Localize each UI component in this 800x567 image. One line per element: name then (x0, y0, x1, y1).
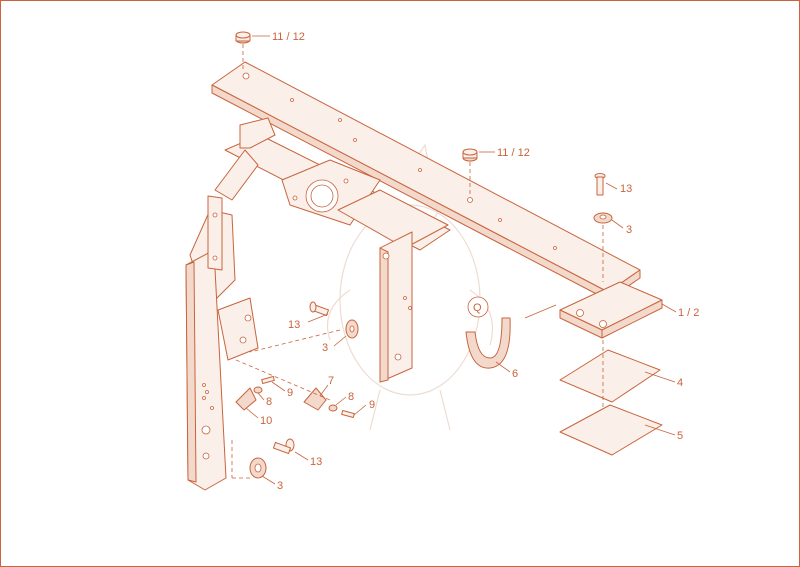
callout-3-right: 3 (626, 224, 632, 236)
screw-part-9-right (341, 410, 355, 418)
dash-mid-assembly (249, 329, 341, 353)
callout-8-left: 8 (266, 396, 272, 408)
callout-9-right: 9 (369, 399, 375, 411)
center-drop-bracket (379, 231, 413, 383)
screw-part-9-left (261, 376, 275, 384)
clip-part-7 (303, 387, 327, 411)
callout-13-mid: 13 (288, 319, 300, 331)
callout-6: 6 (512, 368, 518, 380)
u-clip-part-6: Q (465, 296, 557, 369)
nut-part-8-left (253, 386, 263, 394)
crossmember-plate (224, 134, 451, 251)
callout-9-left: 9 (287, 387, 293, 399)
callout-5: 5 (677, 430, 683, 442)
cap-11-12-top (235, 31, 251, 72)
callout-11-12-top: 11 / 12 (272, 31, 305, 43)
callout-8-right: 8 (348, 391, 354, 403)
cap-11-12-mid (462, 148, 478, 196)
left-frame-side (185, 117, 276, 491)
main-beam-part-1-2 (211, 61, 663, 339)
callout-3-bottom: 3 (277, 480, 283, 492)
callout-7: 7 (328, 375, 334, 387)
callout-11-12-mid: 11 / 12 (497, 147, 530, 159)
callout-13-bottom: 13 (310, 456, 322, 468)
clip-part-10 (235, 387, 257, 411)
callout-3-mid: 3 (322, 342, 328, 354)
callout-labels: 11 / 12 11 / 12 13 3 1 / 2 13 3 6 4 7 8 … (260, 31, 699, 492)
callout-10: 10 (260, 415, 272, 427)
callout-13-right: 13 (620, 183, 632, 195)
bolt-13-mid (309, 301, 330, 317)
bolt-13-right (594, 173, 606, 196)
dash-clip-assembly (235, 359, 331, 401)
bolt-13-bottom (272, 438, 295, 455)
washer-3-mid (345, 319, 359, 339)
callout-1-2: 1 / 2 (678, 307, 699, 319)
washer-3-right (593, 212, 613, 282)
leader-lines (245, 35, 677, 485)
callout-4: 4 (677, 377, 683, 389)
gasket-part-5 (559, 404, 663, 456)
washer-3-bottom (249, 457, 267, 479)
nut-part-8-right (328, 404, 338, 412)
svg-text:Q: Q (473, 302, 482, 314)
